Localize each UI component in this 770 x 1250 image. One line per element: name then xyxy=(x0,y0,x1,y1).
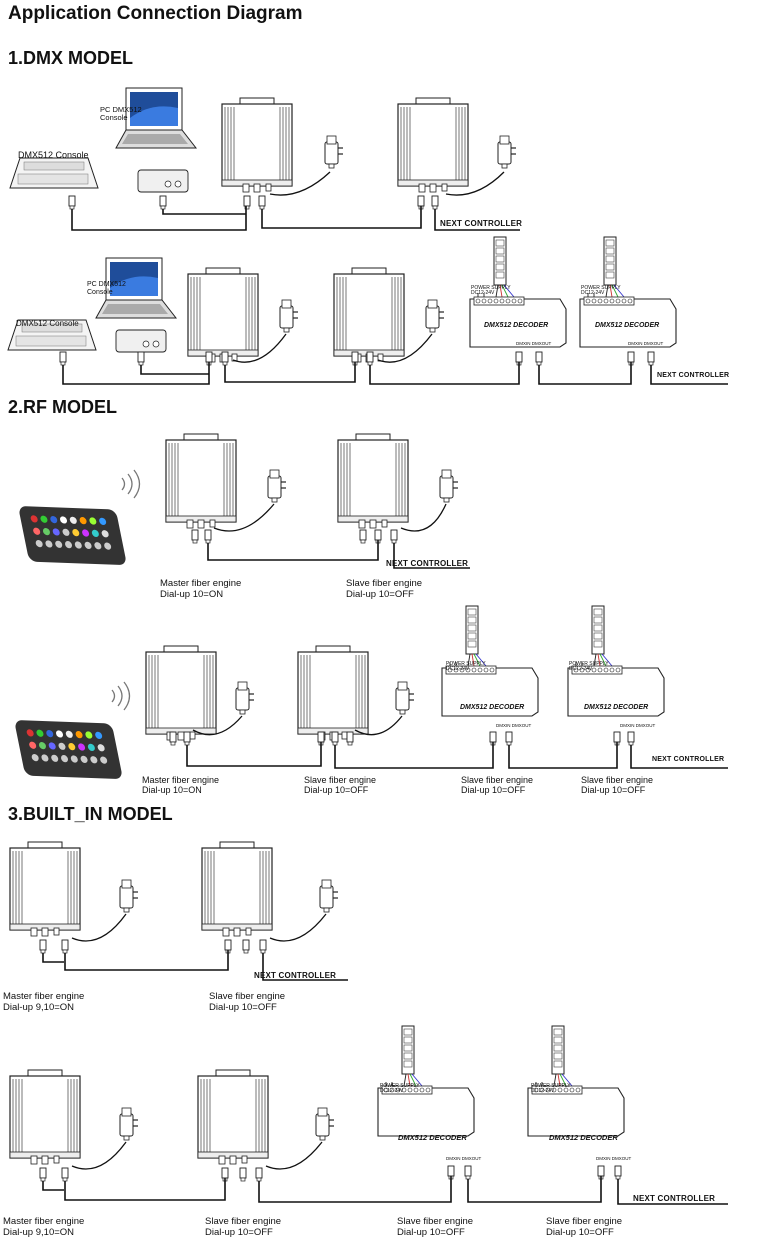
fiber-engine-dmx-4 xyxy=(333,267,405,363)
next-controller-label-5: NEXT CONTROLLER xyxy=(254,971,337,980)
wireless-waves-icon xyxy=(121,469,141,499)
wireless-waves-icon-2 xyxy=(111,681,131,711)
page-title: Application Connection Diagram xyxy=(8,3,303,24)
power-adapter-dmx-3 xyxy=(279,299,299,333)
power-adapter-dmx-4 xyxy=(425,299,445,333)
decoder-label-2: DMX512 DECODER xyxy=(595,322,660,329)
interface-box-2 xyxy=(115,329,167,353)
section-title-builtin: 3.BUILT_IN MODEL xyxy=(8,804,173,824)
decoder-label-5: DMX512 DECODER xyxy=(398,1133,467,1142)
decoder-label-4: DMX512 DECODER xyxy=(584,704,649,711)
fiber-engine-builtin-master-2 xyxy=(9,1069,81,1165)
power-adapter-rf-3 xyxy=(235,681,255,715)
dmx-ports-label-1: DMXIN DMXOUT xyxy=(516,341,552,346)
fiber-engine-rf-slave-1 xyxy=(337,433,409,529)
fiber-engine-rf-master-1 xyxy=(165,433,237,529)
power-adapter-builtin-2 xyxy=(319,879,339,913)
next-controller-label-4: NEXT CONTROLLER xyxy=(652,756,725,763)
decoder-label-3: DMX512 DECODER xyxy=(460,704,525,711)
power-adapter-builtin-4 xyxy=(315,1107,335,1141)
fiber-engine-builtin-master-1 xyxy=(9,841,81,937)
decoder-label-6: DMX512 DECODER xyxy=(549,1133,618,1142)
power-adapter-builtin-3 xyxy=(119,1107,139,1141)
fiber-engine-builtin-slave-1 xyxy=(201,841,273,937)
power-adapter-dmx-1 xyxy=(324,135,344,169)
section-title-dmx: 1.DMX MODEL xyxy=(8,48,134,68)
next-controller-label-6: NEXT CONTROLLER xyxy=(633,1194,716,1203)
section-title-rf: 2.RF MODEL xyxy=(8,397,118,417)
power-adapter-rf-2 xyxy=(439,469,459,503)
dmx-ports-label-3: DMXIN DMXOUT xyxy=(496,723,532,728)
fiber-engine-rf-slave-2 xyxy=(297,645,369,741)
dmx-ports-label-5: DMXIN DMXOUT xyxy=(446,1156,482,1161)
power-adapter-rf-4 xyxy=(395,681,415,715)
fiber-engine-dmx-3 xyxy=(187,267,259,363)
dmx512-decoder-5 xyxy=(377,1025,475,1137)
dmx-console-label-2: DMX512 Console xyxy=(16,319,79,328)
fiber-engine-dmx-2 xyxy=(397,97,469,193)
next-controller-label-1: NEXT CONTROLLER xyxy=(440,219,523,228)
fiber-engine-rf-master-2 xyxy=(145,645,217,741)
dmx512-decoder-6 xyxy=(527,1025,625,1137)
power-adapter-dmx-2 xyxy=(497,135,517,169)
dmx-console-label-1: DMX512 Console xyxy=(18,150,89,160)
dmx-ports-label-4: DMXIN DMXOUT xyxy=(620,723,656,728)
dmx-ports-label-6: DMXIN DMXOUT xyxy=(596,1156,632,1161)
power-adapter-rf-1 xyxy=(267,469,287,503)
dmx-ports-label-2: DMXIN DMXOUT xyxy=(628,341,664,346)
fiber-engine-builtin-slave-2 xyxy=(197,1069,269,1165)
rf-remote-2 xyxy=(14,720,124,780)
interface-box-1 xyxy=(137,169,189,193)
next-controller-label-2: NEXT CONTROLLER xyxy=(657,372,730,379)
next-controller-label-3: NEXT CONTROLLER xyxy=(386,559,469,568)
dmx512-console-1 xyxy=(9,157,99,189)
fiber-engine-dmx-1 xyxy=(221,97,293,193)
decoder-label-1: DMX512 DECODER xyxy=(484,322,549,329)
rf-remote-1 xyxy=(18,506,128,566)
power-adapter-builtin-1 xyxy=(119,879,139,913)
